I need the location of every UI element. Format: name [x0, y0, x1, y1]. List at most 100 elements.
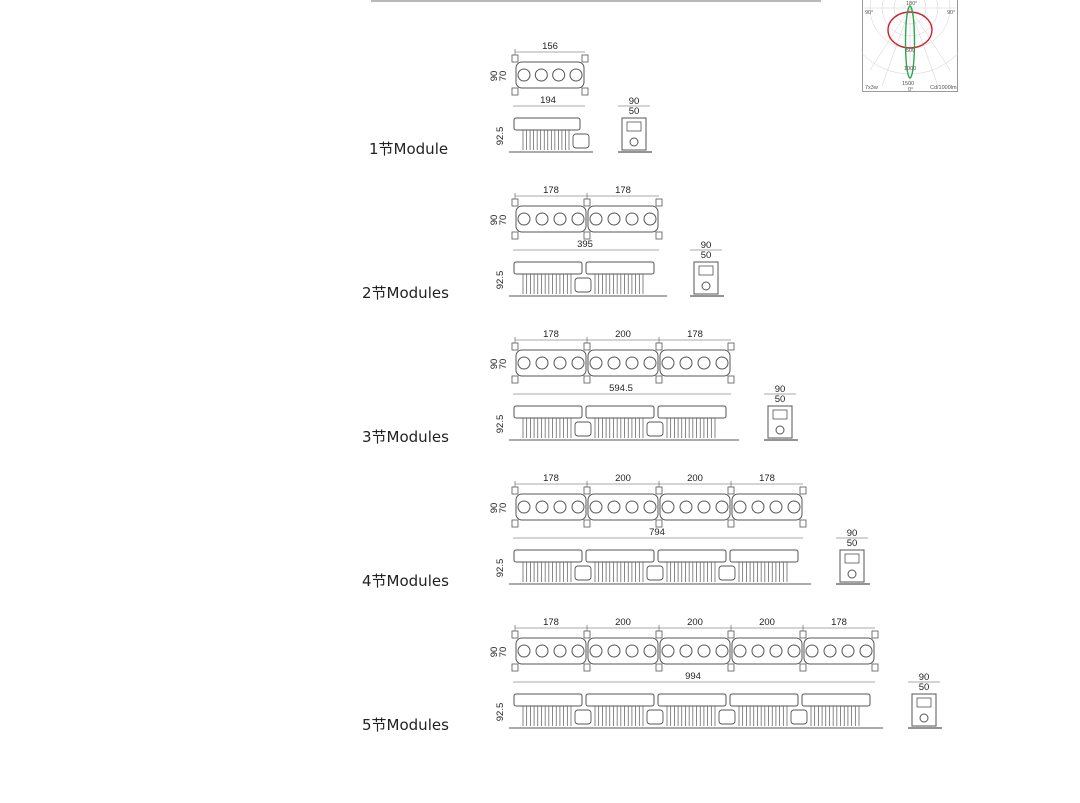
- led-lens: [535, 644, 549, 658]
- side-height-dimension: 92.5: [495, 127, 506, 146]
- led-lens: [751, 644, 765, 658]
- top-dimension: 178: [543, 329, 559, 340]
- top-divider-line: [371, 0, 821, 2]
- led-lens: [571, 356, 585, 370]
- mount-bracket: [574, 277, 592, 293]
- mount-tab: [583, 342, 591, 351]
- side-total-dimension: 194: [540, 95, 556, 106]
- mount-tab: [511, 630, 519, 639]
- mount-tab: [655, 519, 663, 528]
- mount-tab: [799, 630, 807, 639]
- top-dimension: 178: [543, 473, 559, 484]
- side-housing: [513, 261, 583, 275]
- led-lens: [625, 644, 639, 658]
- led-lens: [787, 644, 801, 658]
- led-lens: [697, 356, 711, 370]
- led-lens: [553, 356, 567, 370]
- segment-body: [587, 493, 659, 521]
- led-lens: [715, 500, 729, 514]
- mount-tab: [799, 486, 807, 495]
- heat-sink: [522, 418, 572, 438]
- led-lens: [751, 500, 765, 514]
- mount-tab: [511, 663, 519, 672]
- top-dimension: 200: [687, 617, 703, 628]
- mount-tab: [581, 54, 589, 63]
- inner-height-dimension: 70: [498, 359, 509, 370]
- end-width-dimension: 90: [775, 384, 786, 395]
- height-dimension: 90: [489, 215, 500, 226]
- mount-tab: [583, 663, 591, 672]
- end-width-dimension: 90: [919, 672, 930, 683]
- heat-sink: [810, 706, 860, 726]
- mount-tab: [583, 375, 591, 384]
- side-housing: [585, 405, 655, 419]
- side-housing: [513, 549, 583, 563]
- led-lens: [769, 644, 783, 658]
- top-dimension: 178: [687, 329, 703, 340]
- led-lens: [552, 68, 566, 82]
- side-view: 594.592.5: [495, 383, 739, 441]
- heat-sink: [522, 562, 572, 582]
- polar-inner-curve: [904, 5, 916, 79]
- mount-bracket: [646, 709, 664, 725]
- polar-outer-curve: [887, 11, 933, 49]
- side-total-dimension: 994: [685, 671, 701, 682]
- mount-tab: [727, 342, 735, 351]
- module-label-4: 4节Modules: [362, 572, 449, 590]
- led-lens: [661, 500, 675, 514]
- end-width-dimension: 90: [629, 96, 640, 107]
- heat-sink: [666, 706, 716, 726]
- polar-bottom-label: 0°: [908, 87, 913, 92]
- polar-unit: Cd/1000lm: [930, 85, 957, 91]
- mount-bracket: [718, 565, 736, 581]
- mount-tab: [511, 54, 519, 63]
- led-lens: [733, 500, 747, 514]
- height-dimension: 90: [489, 71, 500, 82]
- end-width-dimension: 90: [701, 240, 712, 251]
- mount-tab: [511, 375, 519, 384]
- polar-ring3: 1500: [902, 81, 914, 87]
- heat-sink: [666, 562, 716, 582]
- module-label-5: 5节Modules: [362, 716, 449, 734]
- mount-tab: [871, 663, 879, 672]
- side-housing: [801, 693, 871, 707]
- segment-body: [803, 637, 875, 665]
- led-lens: [679, 644, 693, 658]
- led-lens: [823, 644, 837, 658]
- polar-light-distribution: 180° 90° 90° 500 1000 1500 0° 7x3w Cd/10…: [862, 0, 958, 92]
- led-lens: [715, 644, 729, 658]
- mount-tab: [655, 375, 663, 384]
- led-lens: [589, 644, 603, 658]
- led-lens: [571, 644, 585, 658]
- side-housing: [657, 405, 727, 419]
- mount-bracket: [574, 709, 592, 725]
- segment-body: [587, 205, 659, 233]
- mount-tab: [511, 519, 519, 528]
- segment-body: [587, 349, 659, 377]
- led-lens: [805, 644, 819, 658]
- side-housing: [513, 117, 581, 131]
- segment-body: [587, 637, 659, 665]
- top-dimension: 178: [615, 185, 631, 196]
- end-inner-dimension: 50: [629, 106, 640, 117]
- mount-tab: [799, 519, 807, 528]
- segment-body: [515, 637, 587, 665]
- led-lens: [589, 500, 603, 514]
- end-lens: [844, 553, 860, 564]
- polar-top-label: 180°: [906, 1, 917, 7]
- side-housing: [729, 693, 799, 707]
- height-dimension: 90: [489, 647, 500, 658]
- led-lens: [859, 644, 873, 658]
- led-lens: [571, 500, 585, 514]
- led-lens: [553, 644, 567, 658]
- led-lens: [643, 212, 657, 226]
